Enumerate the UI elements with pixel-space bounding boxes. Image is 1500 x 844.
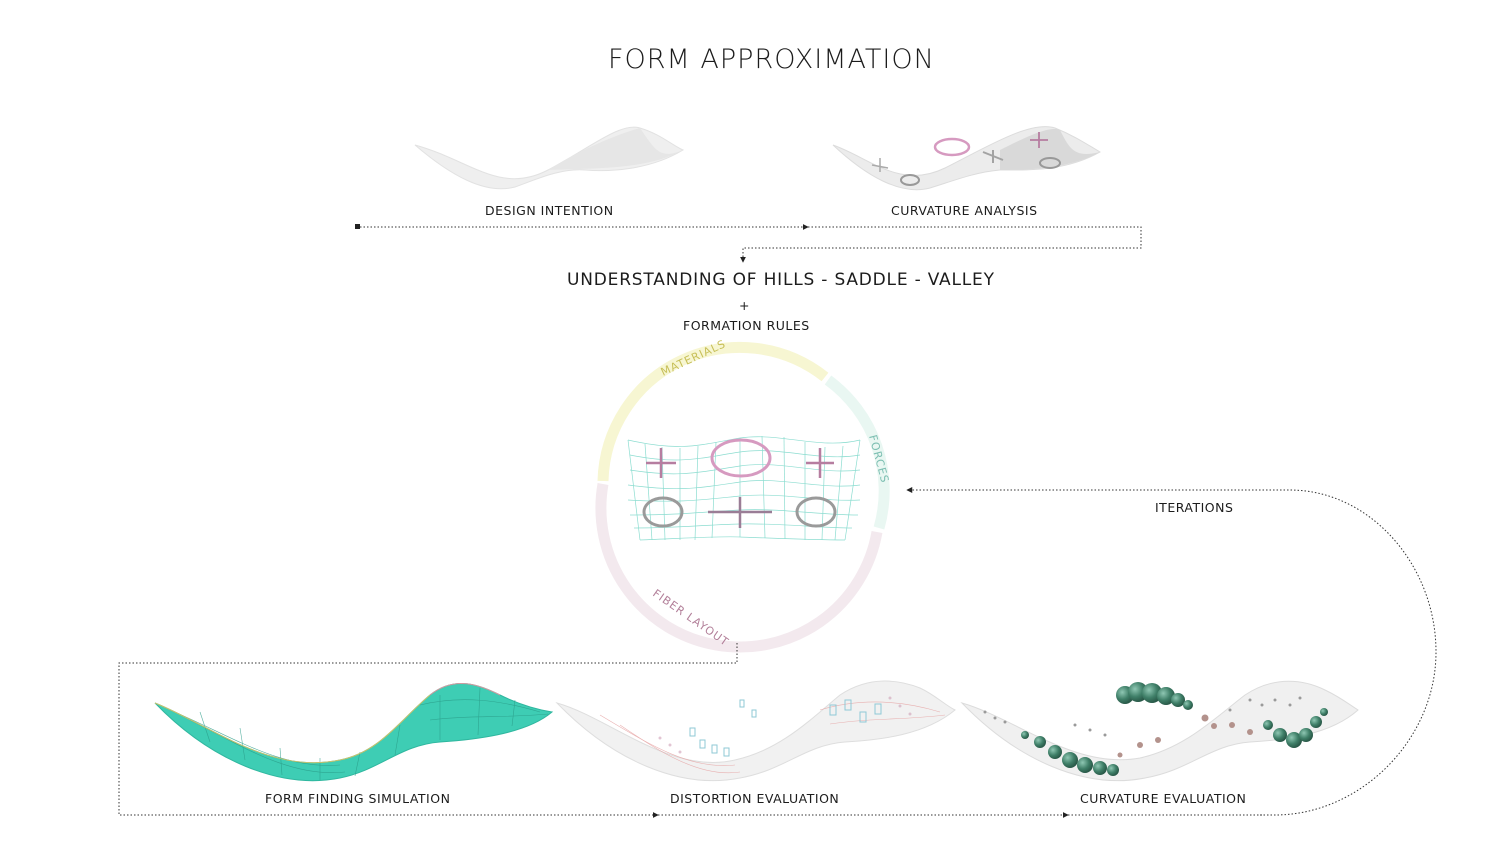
step-label-distortion: DISTORTION EVALUATION	[670, 791, 840, 806]
ring-label-forces: FORCES	[866, 433, 891, 484]
curvature-evaluation-surface	[960, 680, 1359, 782]
saddle-ellipse	[710, 438, 772, 478]
valley-ellipse-left	[642, 496, 684, 528]
bottom-flow-connector	[118, 643, 1262, 818]
step-label-curvature-analysis: CURVATURE ANALYSIS	[891, 203, 1038, 218]
center-heading: UNDERSTANDING OF HILLS - SADDLE - VALLEY	[567, 270, 995, 290]
page-title: FORM APPROXIMATION	[608, 44, 935, 75]
step-label-design-intention: DESIGN INTENTION	[485, 203, 614, 218]
iterations-loop	[906, 487, 1437, 816]
hill-cross-left	[646, 448, 676, 478]
curvature-analysis-surface	[832, 126, 1102, 191]
formation-rules-ring: MATERIALS FORCES FIBER LAYOUT	[595, 337, 892, 653]
form-finding-surface	[154, 682, 554, 782]
top-flow-connector	[355, 224, 1142, 263]
step-label-curvature-evaluation: CURVATURE EVALUATION	[1080, 791, 1247, 806]
design-intention-surface	[414, 126, 685, 190]
saddle-cross	[708, 497, 772, 528]
formation-symbols	[642, 438, 837, 528]
plus-sign: +	[739, 298, 750, 313]
ring-label-materials: MATERIALS	[659, 337, 728, 379]
hill-cross-right	[806, 448, 834, 478]
valley-ellipse-right	[795, 496, 837, 528]
iterations-label: ITERATIONS	[1155, 500, 1234, 515]
distortion-surface	[555, 680, 956, 782]
formation-rules-label: FORMATION RULES	[683, 318, 810, 333]
step-label-form-finding: FORM FINDING SIMULATION	[265, 791, 451, 806]
